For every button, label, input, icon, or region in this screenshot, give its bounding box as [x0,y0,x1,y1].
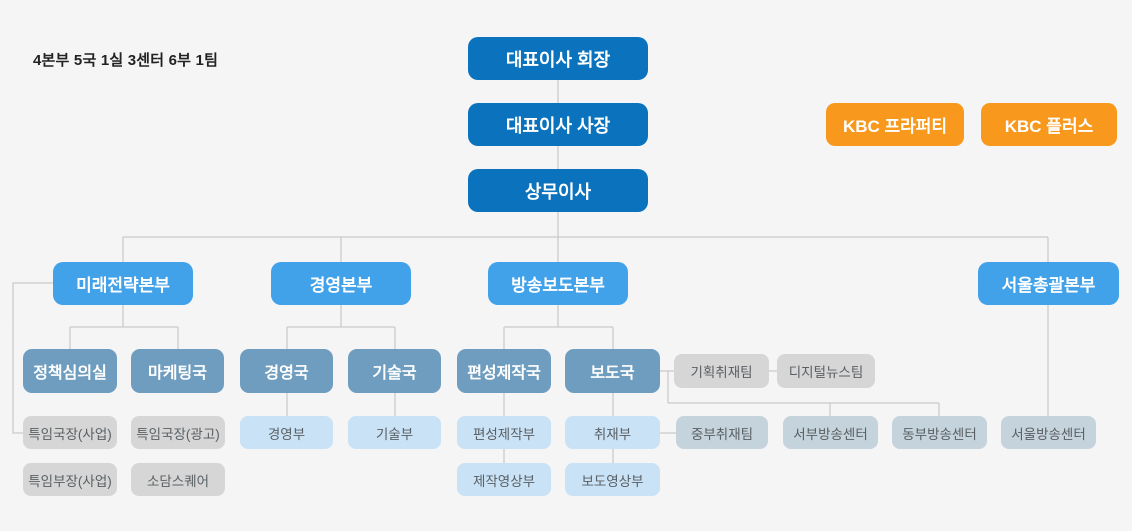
exec-president: 대표이사 사장 [468,103,648,146]
team-planning-coverage: 기획취재팀 [674,354,769,388]
division-management: 경영본부 [271,262,411,305]
division-broadcast-news: 방송보도본부 [488,262,628,305]
division-seoul-general: 서울총괄본부 [978,262,1119,305]
bureau-programming-production: 편성제작국 [457,349,551,393]
center-west-broadcast: 서부방송센터 [783,416,878,449]
affiliate-kbc-property: KBC 프라퍼티 [826,103,964,146]
exec-chairman: 대표이사 회장 [468,37,648,80]
center-jungbu-coverage-team: 중부취재팀 [676,416,768,449]
unit-special-director-advertising: 특임국장(광고) [131,416,225,449]
bureau-policy-review: 정책심의실 [23,349,117,393]
dept-programming-production: 편성제작부 [457,416,551,449]
bureau-technology: 기술국 [348,349,441,393]
bureau-marketing: 마케팅국 [131,349,224,393]
org-summary-label: 4본부 5국 1실 3센터 6부 1팀 [33,52,219,69]
dept-management: 경영부 [240,416,333,449]
unit-sodam-square: 소담스퀘어 [131,463,225,496]
dept-coverage: 취재부 [565,416,660,449]
center-seoul-broadcast: 서울방송센터 [1001,416,1096,449]
affiliate-kbc-plus: KBC 플러스 [981,103,1117,146]
bureau-management: 경영국 [240,349,333,393]
dept-technology: 기술부 [348,416,441,449]
unit-special-director-business: 특임국장(사업) [23,416,117,449]
division-future-strategy: 미래전략본부 [53,262,193,305]
bureau-news: 보도국 [565,349,660,393]
exec-managing-director: 상무이사 [468,169,648,212]
unit-special-manager-business: 특임부장(사업) [23,463,117,496]
center-east-broadcast: 동부방송센터 [892,416,987,449]
dept-news-video: 보도영상부 [565,463,660,496]
dept-production-video: 제작영상부 [457,463,551,496]
team-digital-news: 디지털뉴스팀 [777,354,875,388]
